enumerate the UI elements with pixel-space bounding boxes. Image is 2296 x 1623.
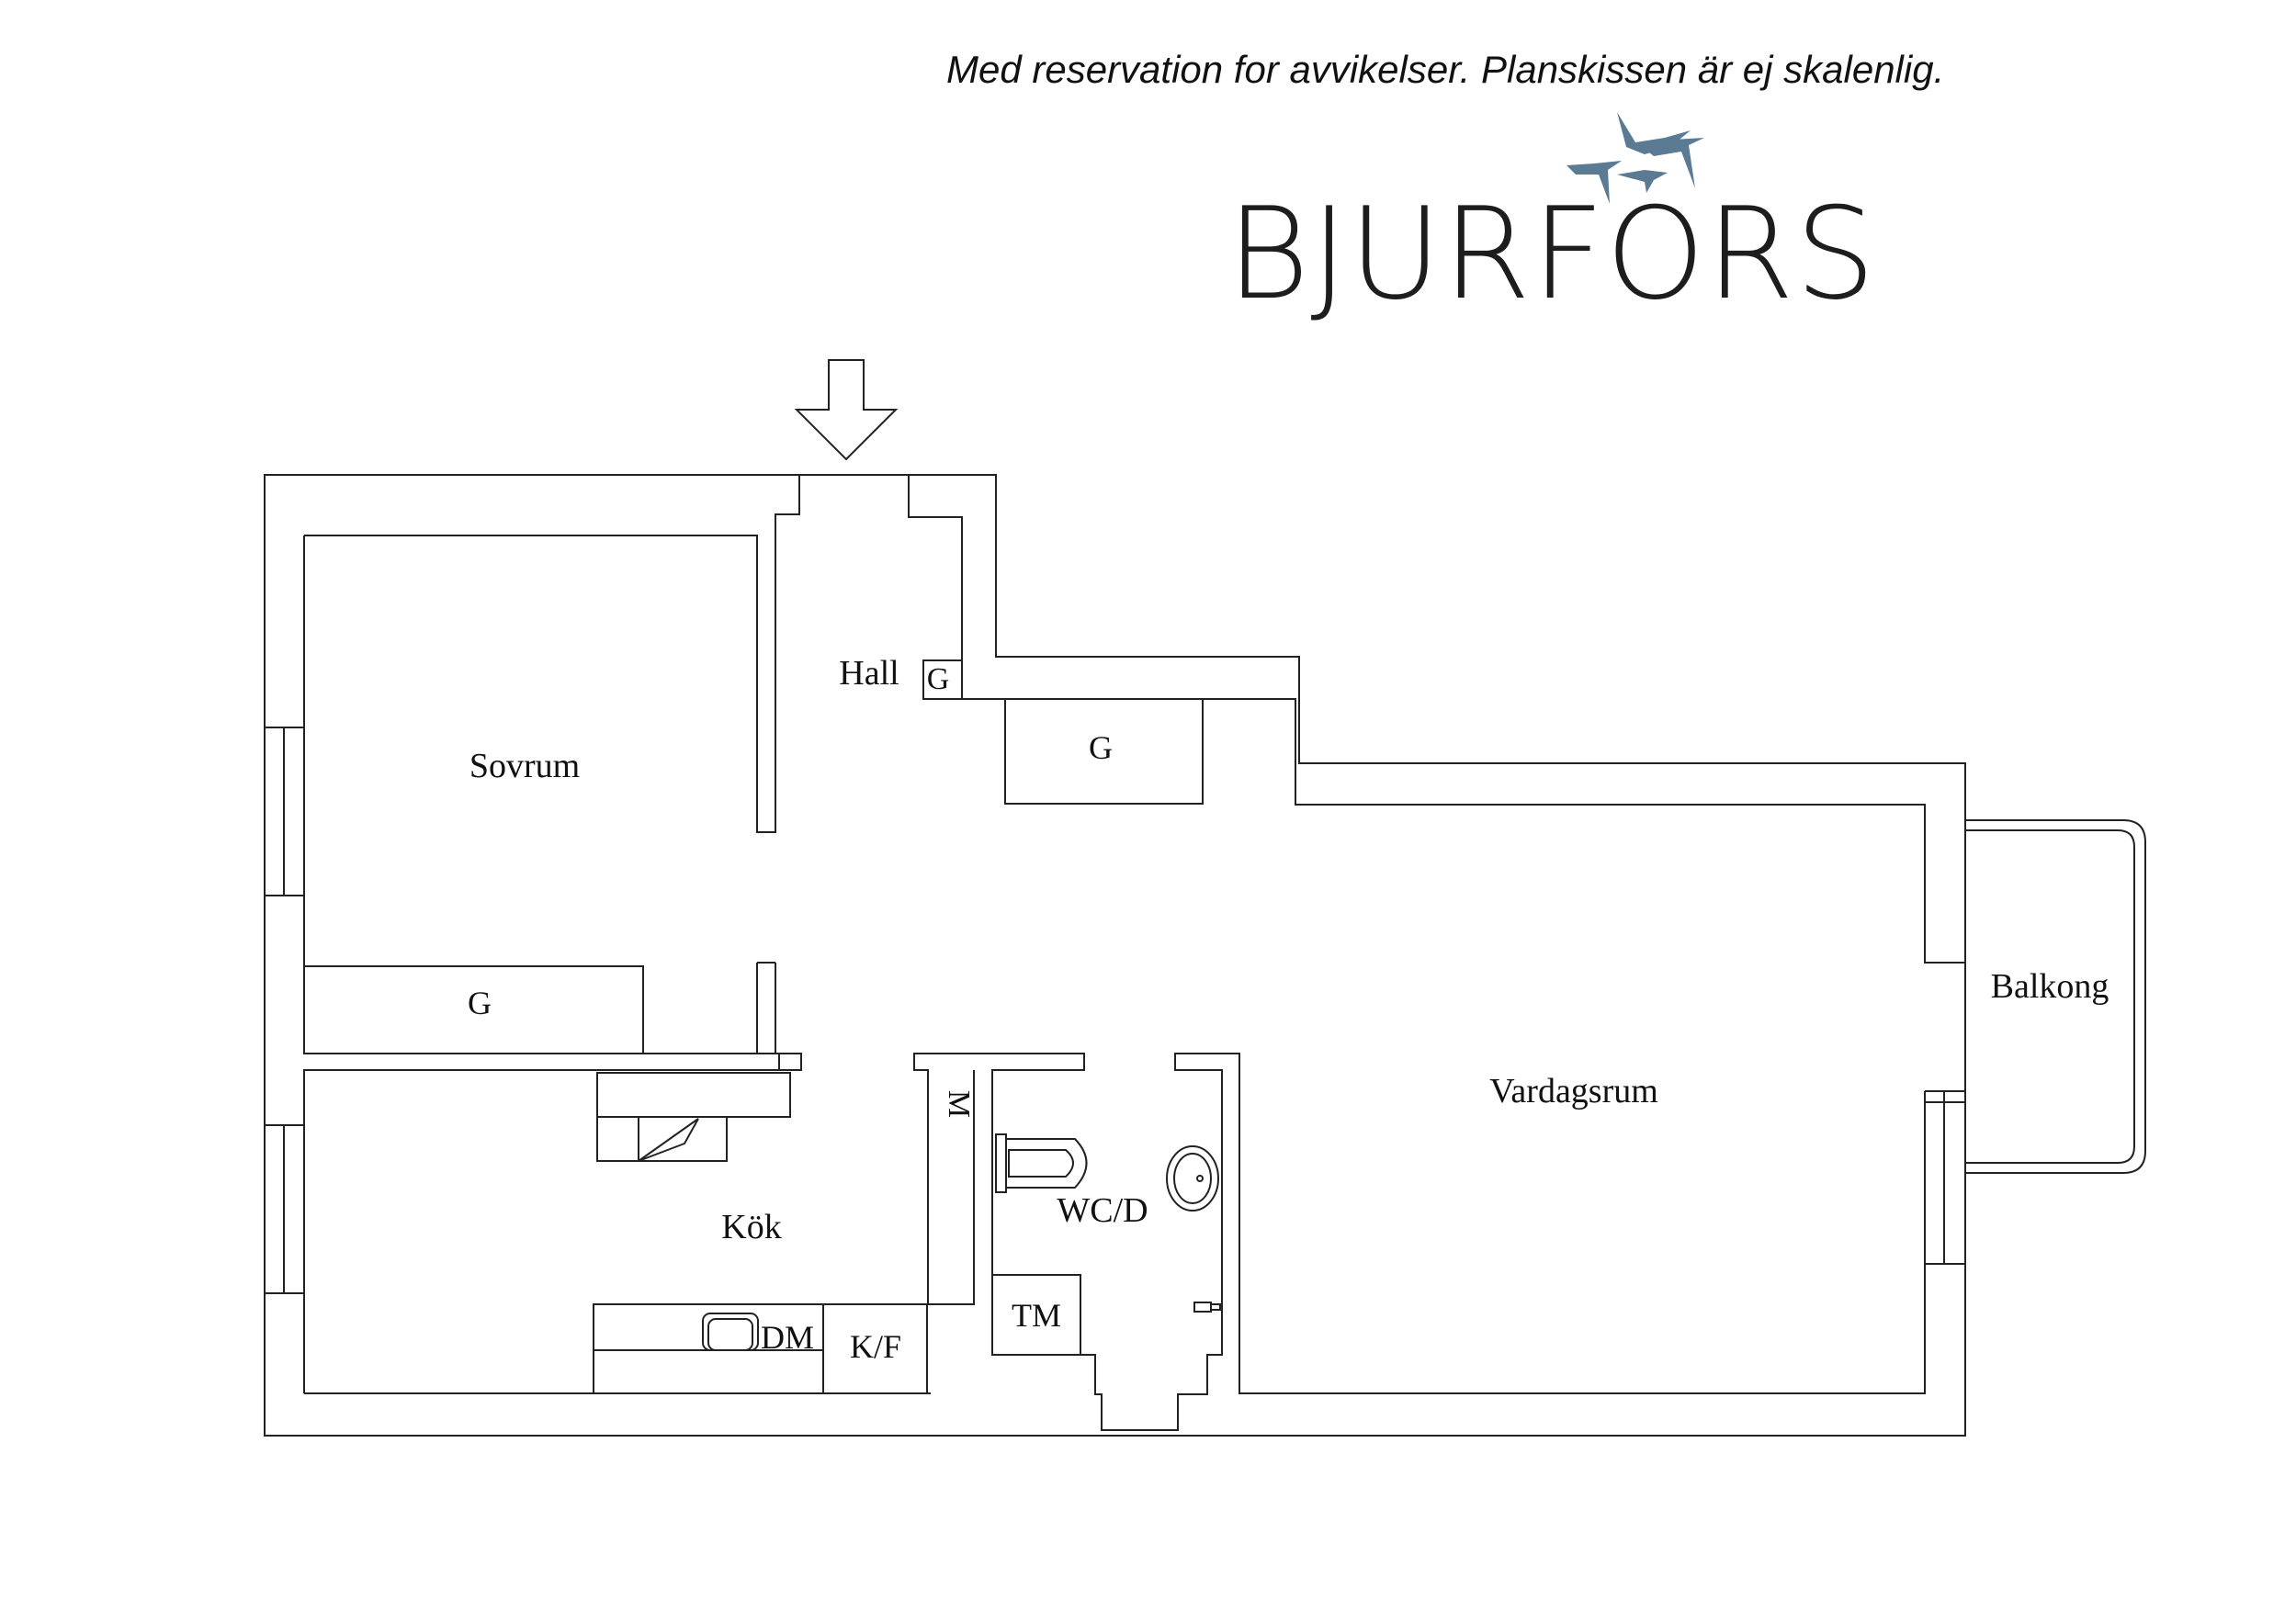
entrance-arrow-icon [794,359,899,461]
inner-wall [304,475,1965,964]
balcony-outline [1965,819,2146,1174]
room-label-balkong: Balkong [1991,967,2109,1006]
outer-wall [264,474,1966,1437]
birds-icon [1566,112,1704,204]
fixture-label-dm: DM [761,1319,814,1356]
fixture-label-kf: K/F [850,1328,901,1365]
fixture-label-g-storage: G [1089,729,1113,766]
toilet-icon [995,1133,1088,1193]
fixture-label-tm: TM [1012,1297,1061,1334]
fixture-label-g-bedroom: G [468,985,492,1021]
fixture-label-m: M [942,1090,976,1118]
room-label-kok: Kök [721,1208,781,1246]
brand-logo-text: BJURFORS [1227,180,1877,328]
room-label-sovrum: Sovrum [469,747,580,785]
sink-icon [1166,1145,1219,1212]
disclaimer-text: Med reservation for avvikelser. Planskis… [946,48,1945,91]
fixture-label-g-hall: G [927,662,950,696]
room-label-hall: Hall [839,654,899,693]
shower-icon [1193,1302,1221,1313]
room-label-vardagsrum: Vardagsrum [1489,1072,1658,1110]
room-label-wc: WC/D [1057,1191,1148,1230]
